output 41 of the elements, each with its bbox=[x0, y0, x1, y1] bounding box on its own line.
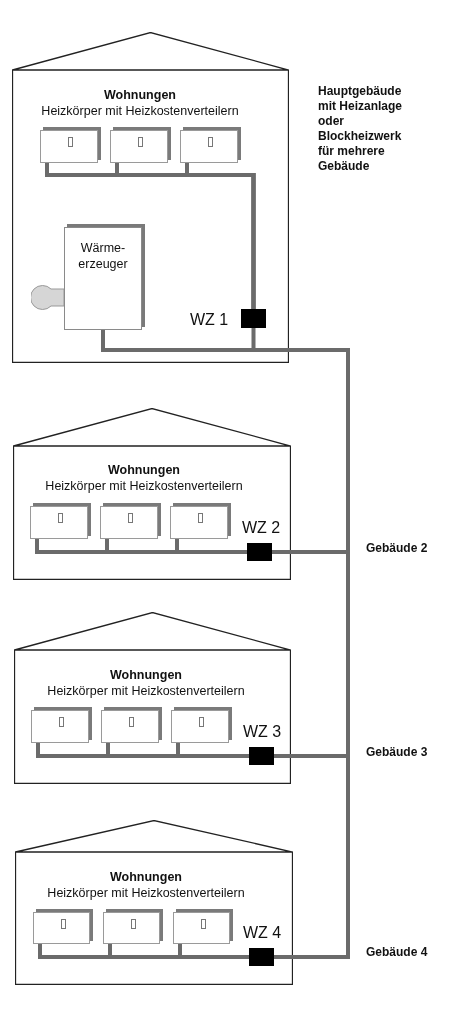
meter-label: WZ 3 bbox=[243, 723, 282, 741]
radiator bbox=[33, 912, 90, 944]
radiator bbox=[101, 710, 159, 743]
house-outline bbox=[12, 32, 289, 363]
radiator bbox=[30, 506, 88, 539]
radiator bbox=[103, 912, 160, 944]
radiator bbox=[100, 506, 158, 539]
building-label: Gebäude 4 bbox=[366, 945, 428, 960]
house-outline bbox=[15, 820, 293, 985]
pipe bbox=[185, 163, 256, 309]
radiator bbox=[180, 130, 238, 163]
building-label: Gebäude 2 bbox=[366, 541, 428, 556]
heat-meter bbox=[247, 543, 272, 561]
subheading: Heizkörper mit Heizkostenverteilern bbox=[41, 104, 239, 119]
pipe bbox=[175, 539, 247, 554]
heading: Wohnungen bbox=[110, 668, 182, 683]
heading: Wohnungen bbox=[108, 463, 180, 478]
meter-label: WZ 4 bbox=[243, 924, 282, 942]
building-label: Gebäude 3 bbox=[366, 745, 428, 760]
heading: Wohnungen bbox=[110, 870, 182, 885]
subheading: Heizkörper mit Heizkostenverteilern bbox=[47, 684, 245, 699]
radiator bbox=[31, 710, 89, 743]
heat-meter bbox=[249, 747, 274, 765]
subheading: Heizkörper mit Heizkostenverteilern bbox=[45, 479, 243, 494]
house-outline bbox=[14, 612, 291, 784]
pipe bbox=[176, 743, 249, 758]
radiator bbox=[40, 130, 98, 163]
building-caption: Hauptgebäude mit Heizanlage oder Blockheizwerk für mehrere Gebäude bbox=[318, 84, 404, 174]
meter-label: WZ 2 bbox=[242, 519, 281, 537]
heat-meter bbox=[241, 309, 266, 328]
pipe bbox=[178, 944, 249, 959]
radiator bbox=[173, 912, 230, 944]
house-outline bbox=[13, 408, 291, 580]
subheading: Heizkörper mit Heizkostenverteilern bbox=[47, 886, 245, 901]
heat-meter bbox=[249, 948, 274, 966]
radiator bbox=[171, 710, 229, 743]
boiler-box: Wärme- erzeuger bbox=[64, 227, 142, 330]
heading: Wohnungen bbox=[104, 88, 176, 103]
meter-label: WZ 1 bbox=[190, 311, 229, 329]
radiator bbox=[110, 130, 168, 163]
radiator bbox=[170, 506, 228, 539]
